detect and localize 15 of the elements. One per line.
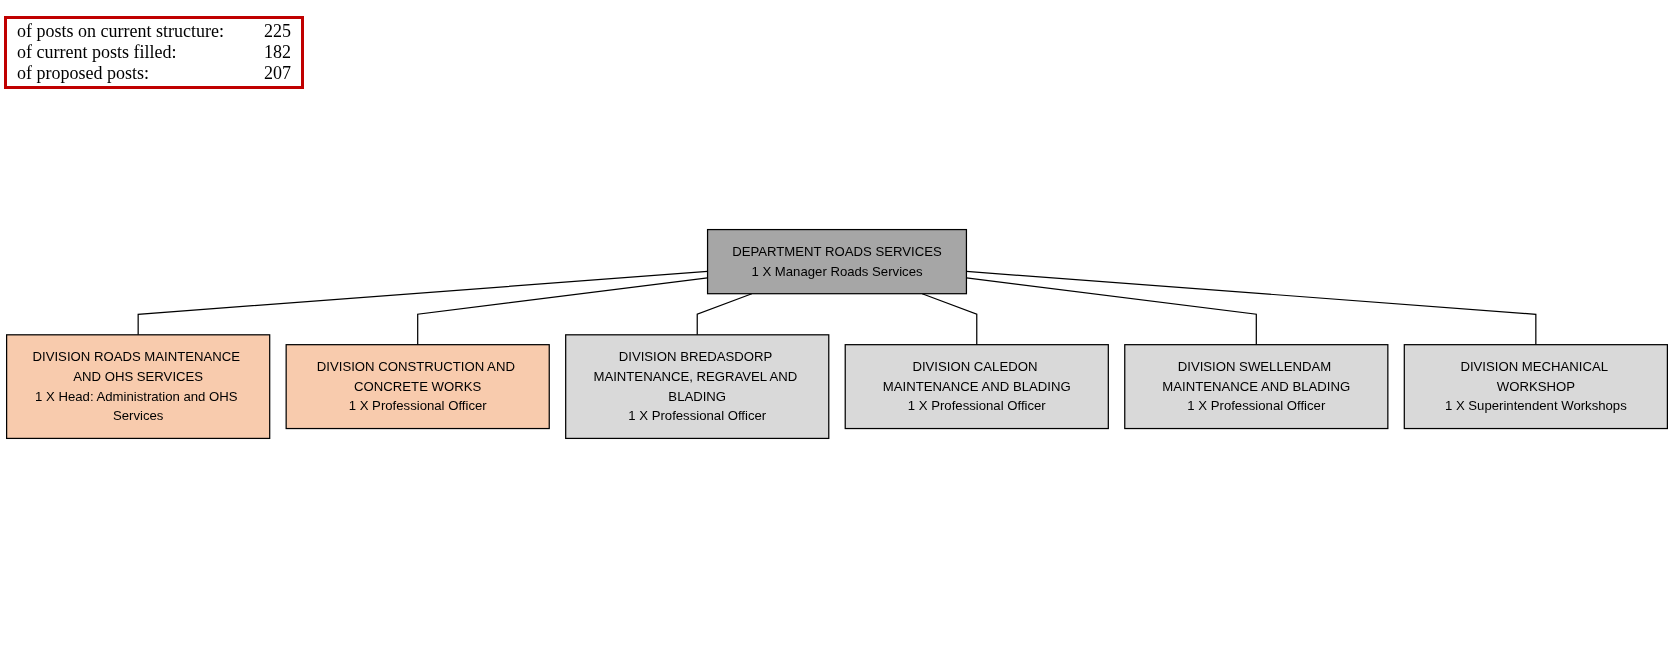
node-box: DIVISION BREDASDORP MAINTENANCE, REGRAVEL AND BLADING 1 X Professional Officer [565, 333, 830, 439]
node-box: DIVISION CONSTRUCTION AND CONCRETE WORKS 1 X Professional Officer [285, 343, 550, 429]
connector [921, 292, 978, 345]
label-text: 225 [263, 21, 291, 42]
label-text: of proposed posts: [17, 63, 150, 84]
label-text: 182 [263, 42, 291, 63]
node-box: DIVISION SWELLENDAM MAINTENANCE AND BLADING 1 X Professional Officer [1124, 343, 1389, 429]
node-box: DIVISION ROADS MAINTENANCE AND OHS SERVICES 1 X Head: Administration and OHS Services [6, 333, 271, 439]
node-box: DIVISION CALEDON MAINTENANCE AND BLADING 1 X Professional Officer [844, 343, 1109, 429]
label-text: of posts on current structure: [17, 21, 224, 42]
label-text: 207 [263, 63, 291, 84]
node-box: DEPARTMENT ROADS SERVICES 1 X Manager Roads Services [706, 228, 968, 294]
label-text: of current posts filled: [17, 42, 178, 63]
connector [696, 292, 753, 335]
node-box: DIVISION MECHANICAL WORKSHOP 1 X Superintendent Workshops [1403, 343, 1668, 429]
